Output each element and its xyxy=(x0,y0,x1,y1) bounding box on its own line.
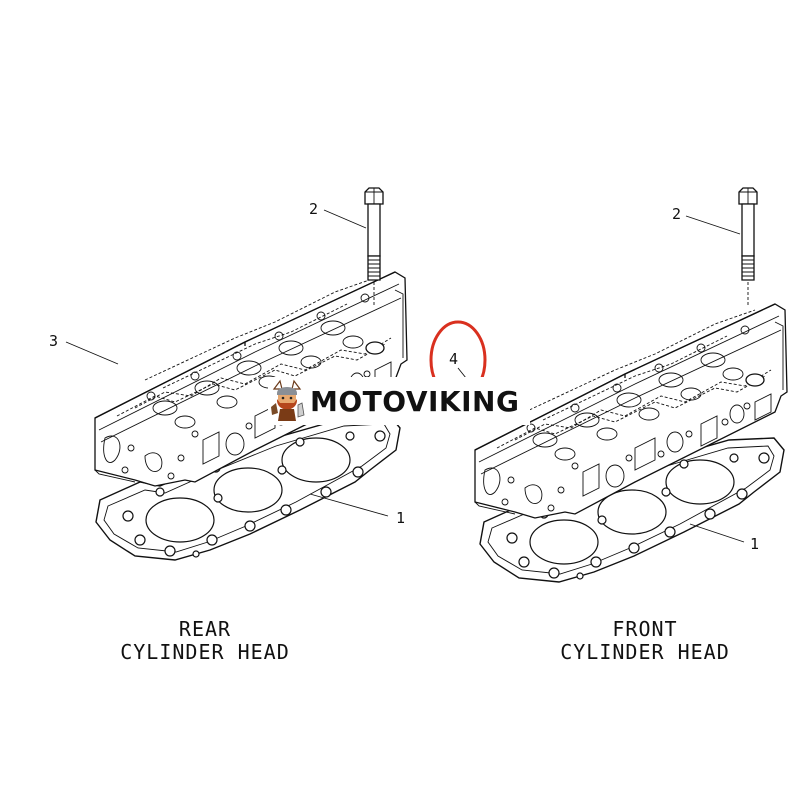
watermark-banner: MOTOVIKING xyxy=(268,377,530,425)
front-callout-1: 1 xyxy=(750,535,759,553)
rear-callout-2: 2 xyxy=(309,200,318,218)
watermark-text: MOTOVIKING xyxy=(310,384,520,418)
rear-leader-1 xyxy=(309,493,389,517)
front-leader-1 xyxy=(689,523,745,543)
front-callout-2: 2 xyxy=(672,205,681,223)
rear-leader-2 xyxy=(323,209,367,229)
rear-caption-line2: CYLINDER HEAD xyxy=(120,640,290,664)
front-caption-line2: CYLINDER HEAD xyxy=(560,640,730,664)
rear-caption-line1: REAR xyxy=(179,617,231,641)
rear-leader-3 xyxy=(65,341,119,365)
viking-mascot-icon xyxy=(271,379,305,421)
center-leader-4 xyxy=(457,367,467,379)
center-callout-4: 4 xyxy=(449,350,458,368)
front-leader-2 xyxy=(685,215,741,235)
front-caption-line1: FRONT xyxy=(612,617,677,641)
rear-callout-1: 1 xyxy=(396,509,405,527)
front-head-bolt xyxy=(738,187,758,307)
rear-callout-3: 3 xyxy=(49,332,58,350)
